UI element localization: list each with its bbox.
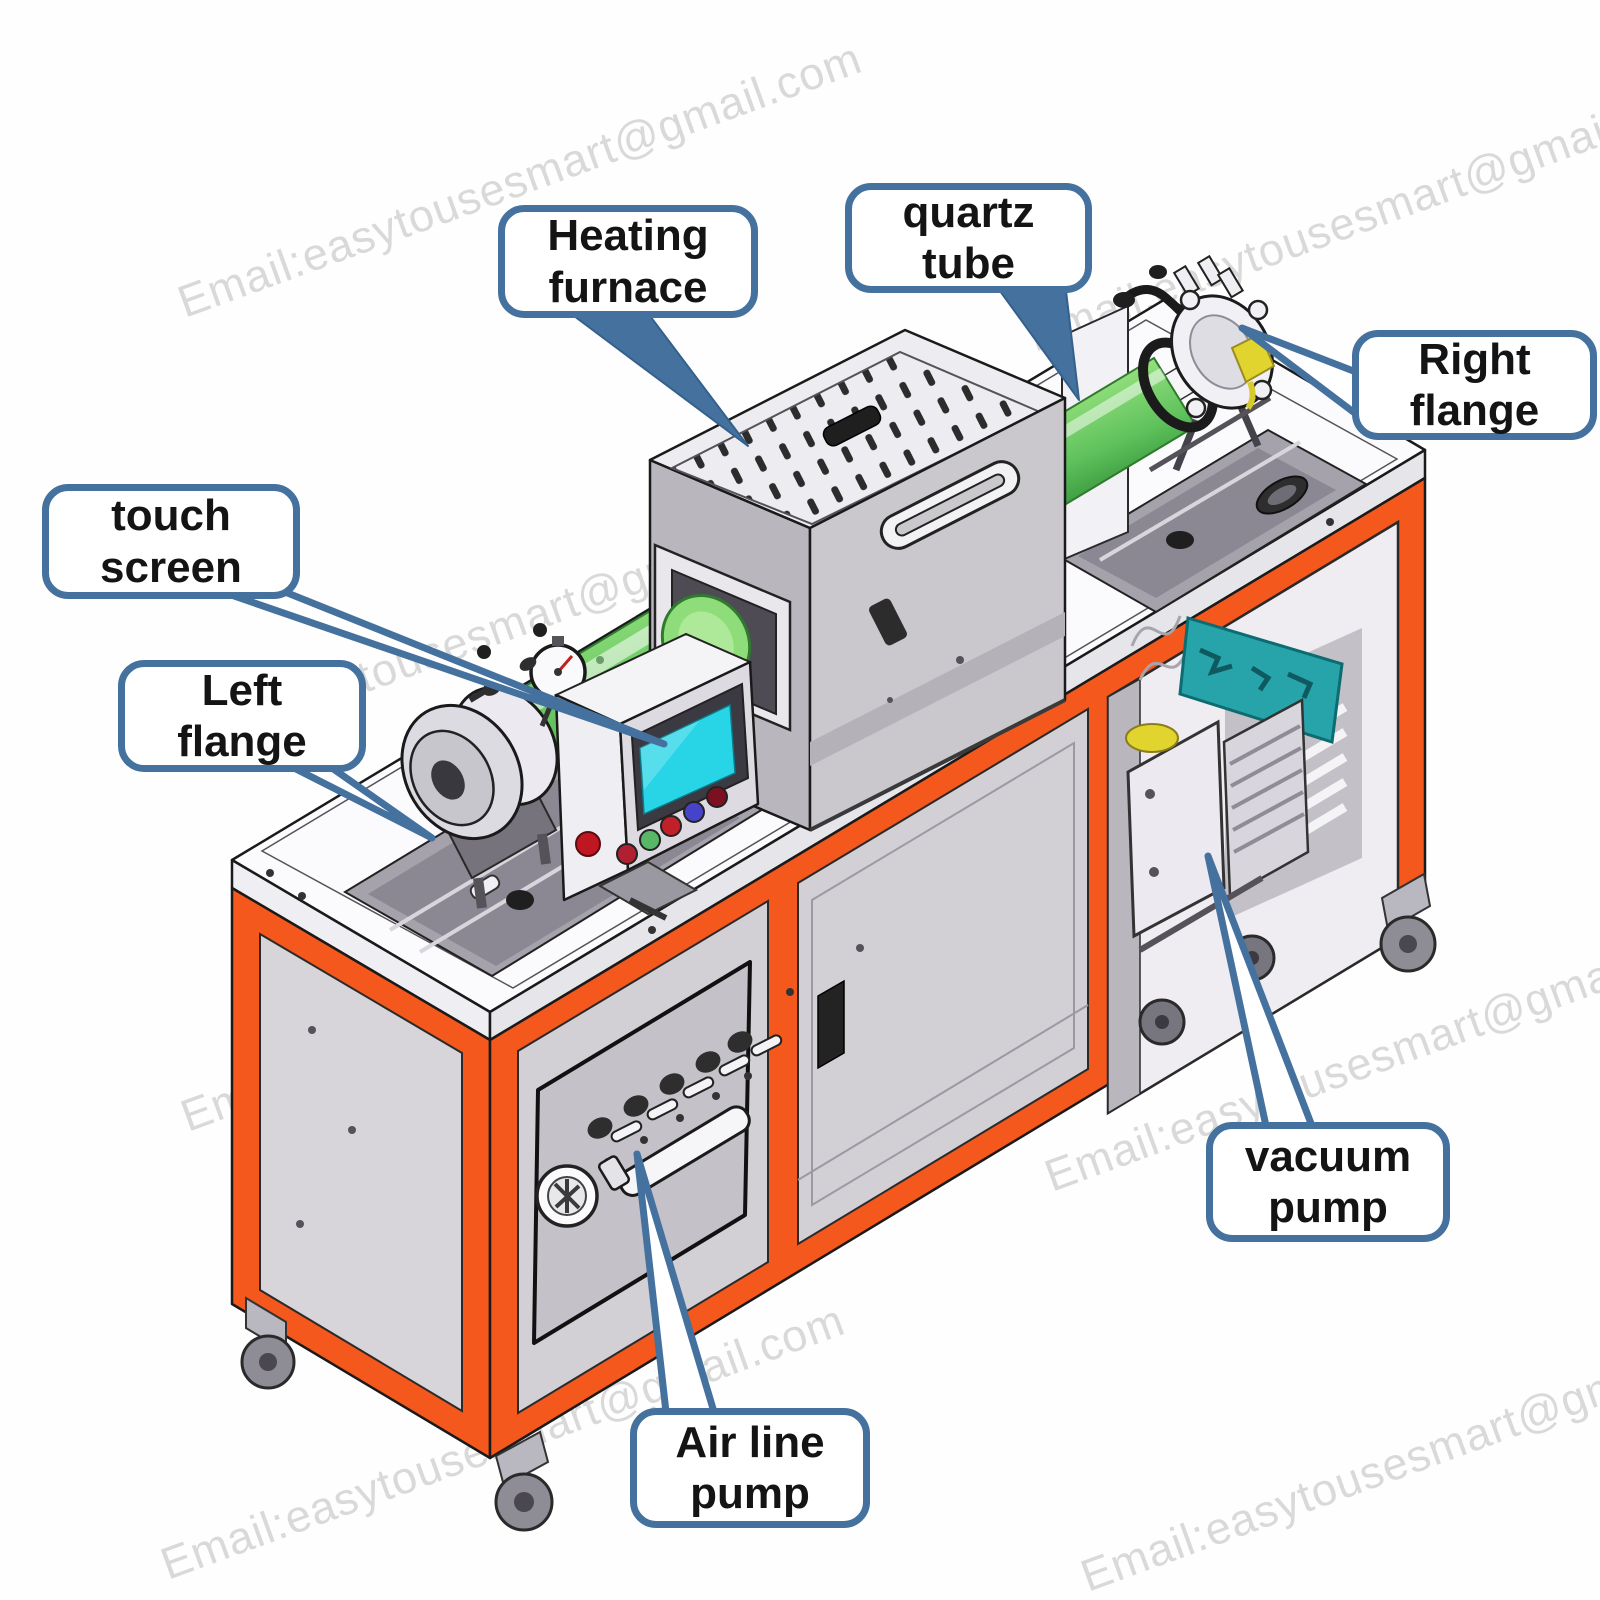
console-button	[616, 843, 638, 865]
watermark-text: Email:easytousesmart@gmail.com	[1074, 1306, 1600, 1600]
furnace-top-latch	[822, 405, 882, 447]
callout-vacuum-pump: vacuum pump	[1206, 1122, 1450, 1242]
air-line-panel-part	[532, 960, 783, 1345]
sliding-door	[797, 707, 1089, 1246]
furnace-clasp	[869, 598, 907, 646]
left-flange-part	[400, 623, 587, 909]
console-button	[706, 786, 728, 808]
panel-handle	[618, 1105, 751, 1197]
pump-oil-cap	[1125, 723, 1179, 753]
door-handle	[817, 979, 845, 1070]
callout-label: quartz tube	[902, 187, 1035, 288]
callout-right-flange: Right flange	[1352, 330, 1597, 440]
callout-label: Right flange	[1409, 334, 1540, 435]
heating-furnace-pointer	[573, 315, 749, 447]
callout-label: touch screen	[100, 491, 242, 592]
callout-left-flange: Left flange	[118, 660, 366, 772]
caster-wheel	[1379, 872, 1437, 973]
air-valves	[587, 1031, 783, 1166]
callout-touch-screen: touch screen	[42, 484, 300, 599]
console-button	[639, 829, 661, 851]
heating-furnace-part	[648, 328, 1067, 832]
console-indicator-light	[575, 831, 601, 857]
callout-air-line-pump: Air line pump	[630, 1408, 870, 1528]
console-button	[660, 815, 682, 837]
callout-quartz-tube: quartz tube	[845, 183, 1092, 293]
touch-screen-display	[639, 703, 736, 816]
vacuum-pump-bay	[1106, 519, 1400, 1116]
caster-wheel	[494, 1430, 554, 1532]
console-button	[683, 801, 705, 823]
callout-label: Heating furnace	[547, 211, 709, 312]
callout-label: Air line pump	[675, 1417, 825, 1518]
callout-label: Left flange	[177, 665, 307, 766]
vacuum-pump-part	[1125, 697, 1310, 1046]
callout-label: vacuum pump	[1244, 1131, 1412, 1232]
touch-screen-part	[553, 632, 760, 921]
caster-wheel	[240, 1296, 296, 1390]
callout-heating-furnace: Heating furnace	[498, 205, 758, 318]
